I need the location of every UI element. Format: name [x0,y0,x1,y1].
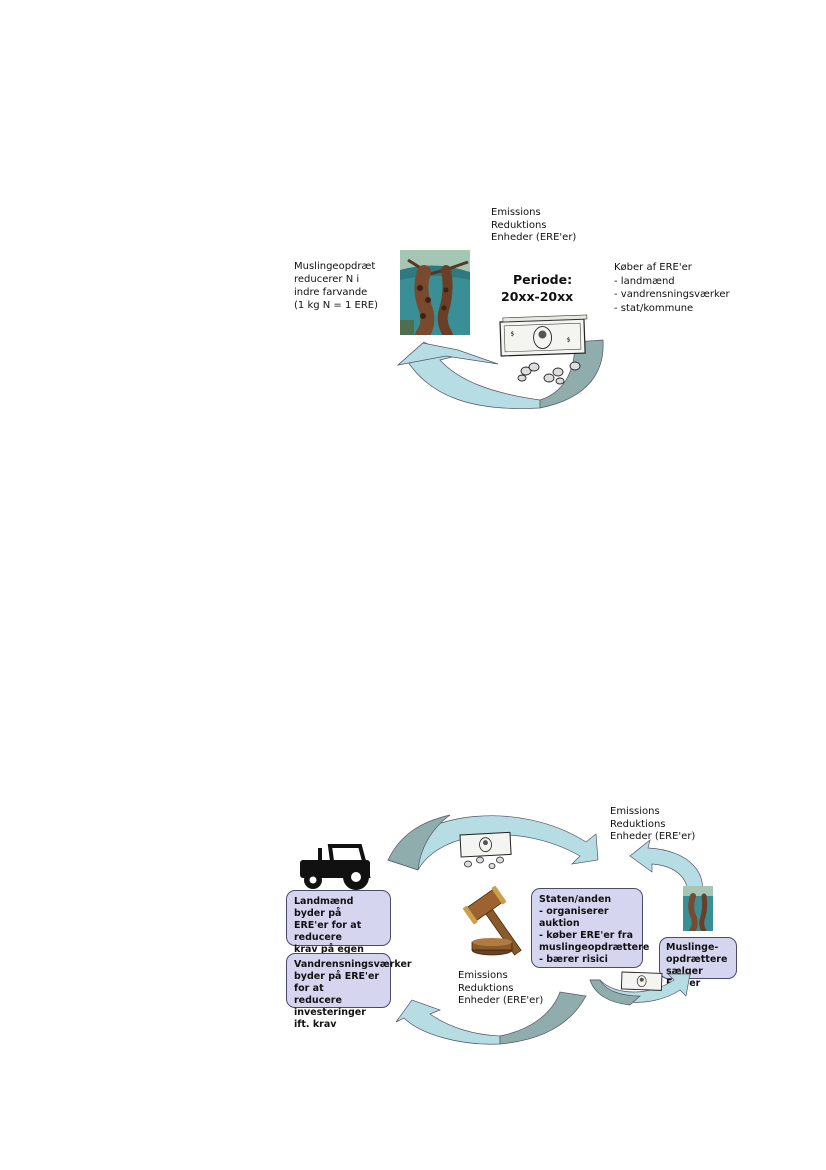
state-box: Staten/anden - organiserer auktion - køb… [531,888,649,968]
ere-label-bottom-center: Emissions Reduktions Enheder (ERE'er) [458,970,544,1006]
period-label: Periode: [513,272,573,287]
arrow-right-dark [539,339,604,409]
plants-box: Vandrensningsværker byder på ERE'er for … [286,953,412,1030]
seller-label: Muslingeopdræt reducerer N i indre farva… [294,261,379,311]
svg-text:$: $ [567,337,571,344]
ere-label-top: Emissions Reduktions Enheder (ERE'er) [491,207,577,243]
coins-icon [517,361,581,385]
mussel-photo [400,250,470,335]
buyer-label: Køber af ERE'er - landmænd - vandrensnin… [614,262,730,314]
ere-label-bottom-top: Emissions Reduktions Enheder (ERE'er) [610,806,696,842]
cycle-arrows-top [396,339,604,409]
svg-text:$: $ [510,331,514,338]
period-value: 20xx-20xx [501,289,574,304]
banknote-icon: $ $ [499,314,588,357]
mussel-photo-small [683,886,713,931]
